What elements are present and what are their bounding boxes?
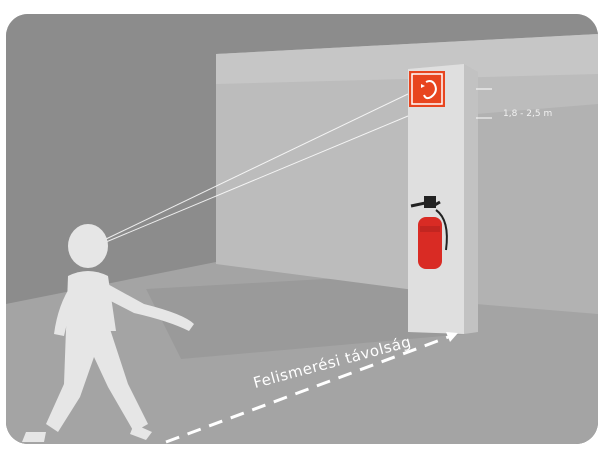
height-range-label: 1,8 - 2,5 m [503,109,552,119]
fire-extinguisher-sign-icon [409,71,445,107]
illustration-frame: 1,8 - 2,5 m Felismerési távolság [6,14,598,444]
wall-right-panel [476,104,598,314]
pillar-side [464,64,478,334]
